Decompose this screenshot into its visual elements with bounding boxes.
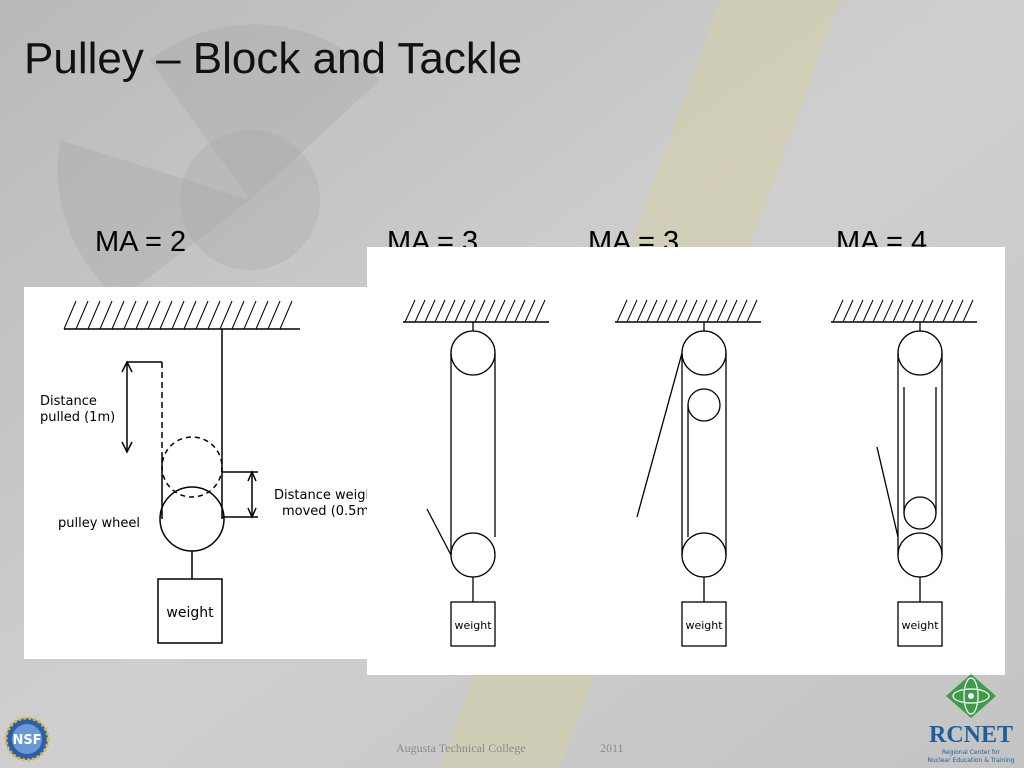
pulley-diagram-ma3-a: weight [402,299,550,647]
pulley-wheel-label: pulley wheel [58,516,140,531]
distance-weight-label-line2: moved (0.5m) [282,504,372,519]
footer-college: Augusta Technical College [396,741,526,755]
weight-label-ma3-b: weight [685,619,723,632]
rcnet-logo: RCNET Regional Center for Nuclear Educat… [922,672,1020,766]
distance-pulled-label-line2: pulled (1m) [40,410,115,425]
pulley-diagram-ma2: Distance pulled (1m) Distance weight mov… [24,287,372,659]
distance-pulled-label-line1: Distance [40,394,97,409]
footer-year: 2011 [600,741,624,755]
weight-label: weight [166,605,214,621]
pulley-diagram-ma4: weight [830,299,978,647]
svg-text:RCNET: RCNET [929,722,1013,748]
svg-text:Nuclear Education & Training: Nuclear Education & Training [927,757,1014,764]
pulley-diagram-ma3-b: weight [614,299,762,647]
svg-text:NSF: NSF [12,733,41,748]
svg-text:Regional Center for: Regional Center for [942,749,1001,756]
pulley-diagrams-panel: weight weight [367,247,1005,675]
weight-label-ma4: weight [901,619,939,632]
distance-weight-label-line1: Distance weight [274,488,372,503]
slide-title: Pulley – Block and Tackle [24,34,523,83]
nsf-logo: NSF [4,716,50,762]
weight-label-ma3-a: weight [454,619,492,632]
ma-label-1: MA = 2 [95,226,187,258]
